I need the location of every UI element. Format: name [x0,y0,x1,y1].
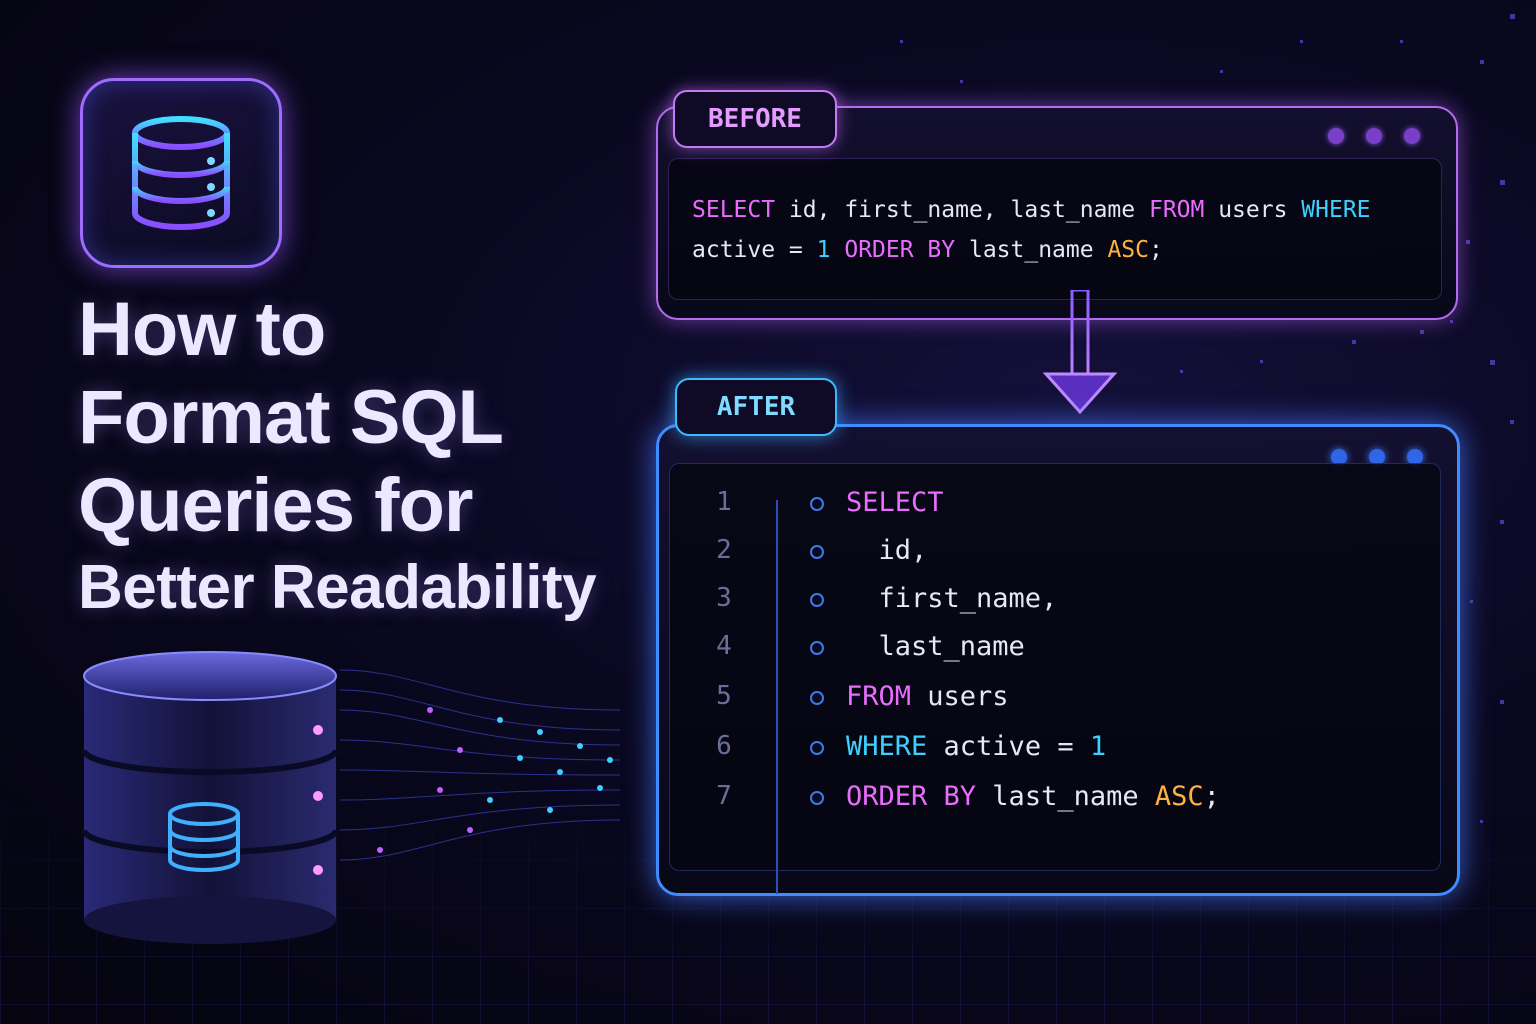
code-line: 3 first_name, [716,582,1058,614]
code-line: 7 ORDER BY last_name ASC; [716,780,1220,812]
code-line: 4 last_name [716,630,1025,662]
title-line-1: How to [78,287,326,372]
database-icon [132,116,230,230]
window-dots [1331,449,1423,465]
before-code-area [668,158,1442,300]
code-line: 6 WHERE active = 1 [716,730,1107,762]
after-code-area: 1 SELECT 2 id, 3 first_name, 4 last_name… [669,463,1441,894]
after-panel: 1 SELECT 2 id, 3 first_name, 4 last_name… [656,424,1460,896]
window-dots [1328,128,1420,144]
title-line-2: Format SQL [78,375,504,460]
after-label: AFTER [675,378,837,436]
page-title: How to Format SQL Queries for Better Rea… [78,286,638,626]
arrow-down-icon [1042,290,1118,415]
code-line: 5 FROM users [716,680,1009,712]
code-line: 1 SELECT [716,486,944,518]
before-code: SELECT id, first_name, last_name FROM us… [692,197,1371,263]
title-line-3: Queries for [78,463,473,548]
title-line-4: Better Readability [78,553,597,622]
before-label: BEFORE [673,90,837,148]
gutter-line [776,500,778,894]
code-line: 2 id, [716,534,928,566]
server-stack-icon [81,651,621,944]
database-app-icon [80,78,282,268]
